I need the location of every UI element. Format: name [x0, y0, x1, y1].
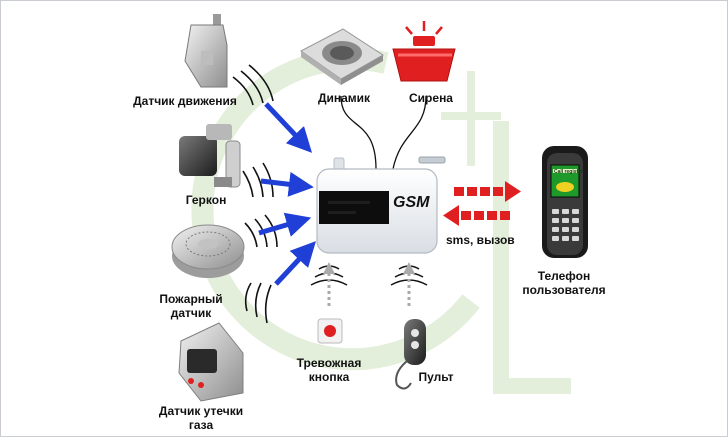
sms-call-arrows	[443, 181, 521, 226]
hub-label: GSM	[393, 194, 430, 211]
remote-fob-icon	[395, 319, 426, 390]
gsm-hub	[316, 156, 446, 254]
siren-wire	[392, 95, 427, 170]
speaker-label: Динамик	[317, 91, 371, 105]
reed-switch-icon	[179, 124, 241, 188]
gas-detector-label-line1: Датчик утечки	[158, 404, 244, 418]
panic-button-icon	[317, 318, 343, 344]
phone-label-line1: Телефон	[537, 269, 591, 283]
siren-label: Сирена	[409, 91, 453, 105]
gas-detector-label-line2: газа	[188, 418, 214, 432]
mobile-phone-icon	[542, 146, 588, 258]
panic-button-label-line1: Тревожная	[296, 356, 362, 370]
motion-sensor-icon	[184, 14, 228, 88]
fire-detector-label-line1: Пожарный	[159, 292, 223, 306]
remote-label: Пульт	[418, 370, 454, 384]
phone-label-line2: пользователя	[522, 283, 606, 297]
speaker-icon	[300, 28, 384, 85]
phone-screen-text: Call register	[554, 169, 583, 175]
panic-button-label-line2: кнопка	[308, 370, 350, 384]
hub-display	[319, 191, 389, 224]
speaker-wire	[340, 95, 377, 170]
gas-detector-icon	[178, 322, 244, 402]
siren-icon	[392, 21, 456, 82]
fire-detector-label-line2: датчик	[170, 306, 212, 320]
sms-call-label: sms, вызов	[446, 233, 515, 247]
motion-sensor-label: Датчик движения	[133, 94, 237, 108]
fire-detector-icon	[171, 224, 245, 278]
reed-switch-label: Геркон	[185, 193, 227, 207]
sensor-arrows	[258, 102, 316, 286]
